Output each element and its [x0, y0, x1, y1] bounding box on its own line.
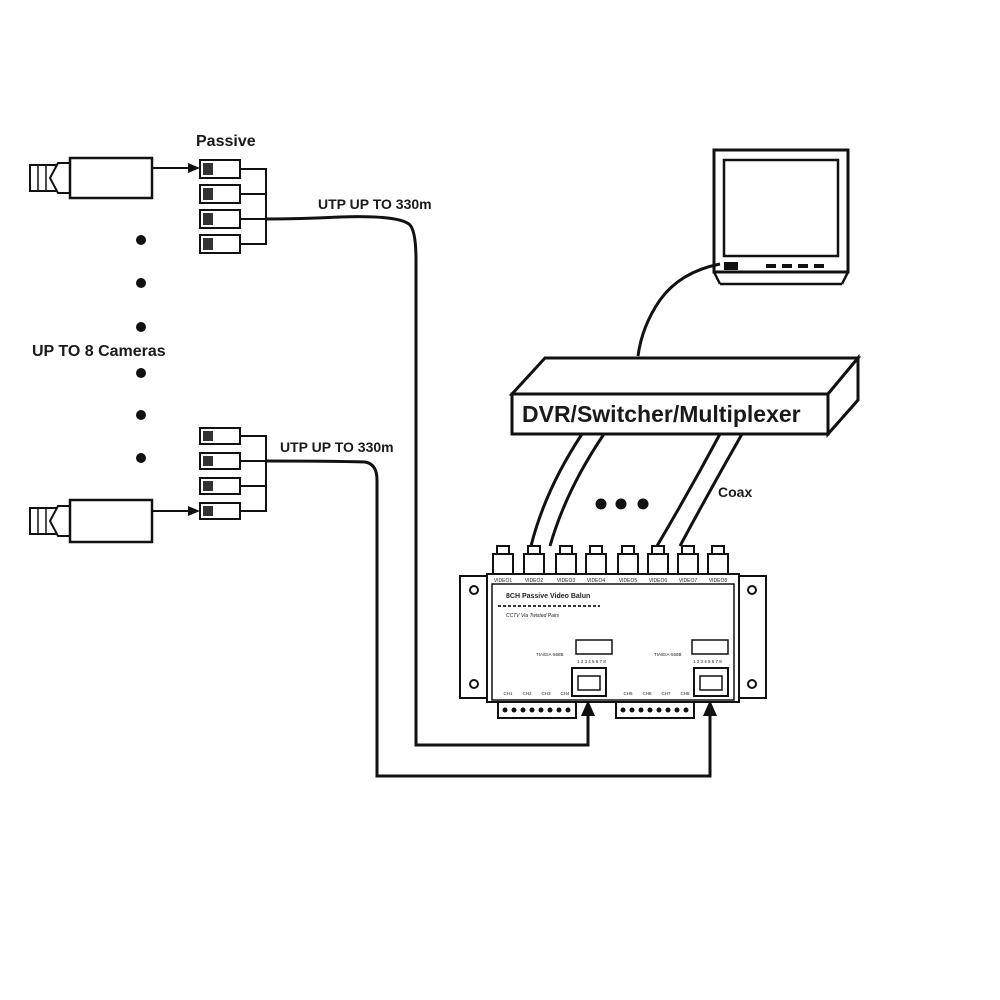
channel-label: CH1	[503, 691, 512, 696]
video-port-label: VIDEO5	[619, 578, 638, 584]
cameras-label: UP TO 8 Cameras	[32, 343, 166, 360]
channel-label: CH7	[661, 691, 670, 696]
passive-balun-group-bottom	[199, 427, 267, 520]
monitor-cable	[636, 262, 721, 357]
dvr-box	[508, 353, 862, 438]
balun-connector	[199, 184, 241, 204]
channel-label: CH3	[541, 691, 550, 696]
utp-cable-bottom	[265, 459, 712, 778]
bnc-connectors	[492, 545, 729, 575]
pair-numbers-right: 1 2 3 4 5 6 7 8	[693, 659, 722, 664]
video-port-label: VIDEO2	[525, 578, 544, 584]
dvr-label: DVR/Switcher/Multiplexer	[522, 401, 801, 427]
video-port-label: VIDEO8	[709, 578, 728, 584]
video-port-label: VIDEO1	[494, 578, 513, 584]
passive-balun-group-top	[199, 159, 267, 254]
utp-arrow-bottom	[703, 700, 717, 716]
utp-arrow-top	[581, 700, 595, 716]
monitor	[712, 148, 850, 286]
hub-title: 8CH Passive Video Balun	[506, 593, 590, 600]
balun-connector	[199, 209, 241, 229]
rj45-label-right: TIA/EIA-568B	[654, 652, 682, 657]
passive-label: Passive	[196, 133, 256, 150]
camera-bottom	[29, 498, 200, 544]
balun-connector	[199, 452, 241, 470]
balun-connector	[199, 427, 241, 445]
balun-connector	[199, 477, 241, 495]
video-port-label: VIDEO3	[557, 578, 576, 584]
channel-label: CH4	[560, 691, 569, 696]
hub-subtitle: CCTV Via Twisted Pairs	[506, 613, 560, 619]
channel-label: CH5	[623, 691, 632, 696]
channel-label: CH8	[680, 691, 689, 696]
terminal-block-right	[615, 701, 695, 719]
channel-label: CH6	[642, 691, 651, 696]
terminal-block-left	[497, 701, 577, 719]
utp-label-bottom: UTP UP TO 330m	[280, 439, 394, 455]
ellipsis-dots	[136, 235, 146, 463]
rj45-label-left: TIA/EIA-568B	[536, 652, 564, 657]
balun-connector	[199, 502, 241, 520]
balun-hub	[459, 545, 767, 719]
coax-ellipsis	[595, 498, 649, 510]
utp-label-top: UTP UP TO 330m	[318, 196, 432, 212]
video-port-label: VIDEO4	[587, 578, 606, 584]
channel-label: CH2	[522, 691, 531, 696]
video-port-label: VIDEO6	[649, 578, 668, 584]
balun-connector	[199, 159, 241, 179]
rj45-port-left	[571, 639, 613, 697]
video-port-label: VIDEO7	[679, 578, 698, 584]
coax-label: Coax	[718, 484, 752, 500]
pair-numbers-left: 1 2 3 4 5 6 7 8	[577, 659, 606, 664]
camera-top	[29, 156, 200, 200]
rj45-port-right	[691, 639, 729, 697]
coax-cables	[529, 433, 744, 547]
utp-cable-top	[265, 215, 590, 747]
balun-connector	[199, 234, 241, 254]
